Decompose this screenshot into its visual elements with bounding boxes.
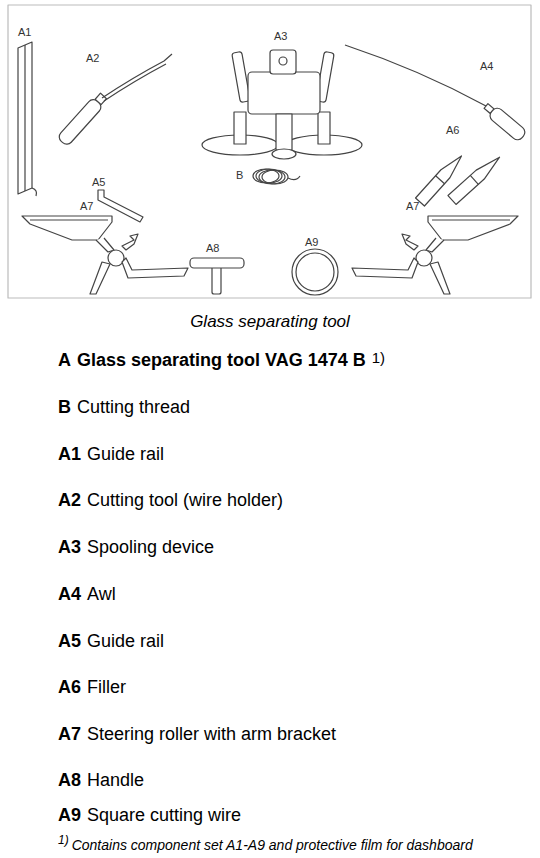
legend-row: A2 Cutting tool (wire holder) xyxy=(58,489,283,511)
callout-label: A6 xyxy=(446,124,459,137)
footnote-mark: 1) xyxy=(372,347,385,369)
part-name: Square cutting wire xyxy=(87,804,241,826)
legend-row: A6 Filler xyxy=(58,676,126,698)
part-code: A1 xyxy=(58,443,81,465)
callout-label: A9 xyxy=(305,236,318,249)
steering-roller-a7 xyxy=(22,216,188,294)
callout-label: B xyxy=(236,169,243,182)
callout-label: A3 xyxy=(274,30,287,43)
legend-row: A9 Square cutting wire xyxy=(58,804,241,826)
part-code: A7 xyxy=(58,723,81,745)
awl-a4 xyxy=(345,45,527,142)
callout-label: A2 xyxy=(86,52,99,65)
part-code: A2 xyxy=(58,489,81,511)
legend-row: A1 Guide rail xyxy=(58,443,164,465)
part-name: Cutting thread xyxy=(77,396,190,418)
part-name: Cutting tool (wire holder) xyxy=(87,489,283,511)
handle-a8 xyxy=(190,258,244,294)
figure-caption: Glass separating tool xyxy=(0,312,540,332)
part-name: Guide rail xyxy=(87,630,164,652)
part-name: Filler xyxy=(87,676,126,698)
part-name: Awl xyxy=(87,583,116,605)
part-name: Guide rail xyxy=(87,443,164,465)
part-code: A4 xyxy=(58,583,81,605)
callout-label: A4 xyxy=(480,60,493,73)
part-code: Glass separating tool VAG 1474 B xyxy=(77,349,366,371)
spooling-device-a3 xyxy=(202,50,362,159)
part-name: Steering roller with arm bracket xyxy=(87,723,336,745)
legend-row: A5 Guide rail xyxy=(58,630,164,652)
cutting-tool-a2 xyxy=(57,54,172,147)
legend-row: 1)Contains component set A1-A9 and prote… xyxy=(58,834,473,857)
steering-roller-a7 xyxy=(352,216,518,294)
legend-row: A4 Awl xyxy=(58,583,116,605)
legend-row: A8 Handle xyxy=(58,769,144,791)
footnote-mark: 1) xyxy=(58,829,69,851)
figure-frame xyxy=(8,5,531,298)
legend-row: A7 Steering roller with arm bracket xyxy=(58,723,336,745)
legend-row: B Cutting thread xyxy=(58,396,190,418)
part-name: Spooling device xyxy=(87,536,214,558)
part-code: A xyxy=(58,349,71,371)
guide-rail-a1 xyxy=(18,42,37,196)
cutting-thread-coil xyxy=(253,169,300,184)
part-code: A8 xyxy=(58,769,81,791)
callout-label: A7 xyxy=(406,200,419,213)
part-name: Handle xyxy=(87,769,144,791)
part-code: B xyxy=(58,396,71,418)
callout-label: A7 xyxy=(80,200,93,213)
legend-row: A Glass separating tool VAG 1474 B 1) xyxy=(58,349,385,372)
part-code: A3 xyxy=(58,536,81,558)
part-code: A6 xyxy=(58,676,81,698)
legend-row: A3 Spooling device xyxy=(58,536,214,558)
part-code: A5 xyxy=(58,630,81,652)
callout-label: A1 xyxy=(18,26,31,39)
part-code: A9 xyxy=(58,804,81,826)
cutting-wire-ring xyxy=(292,249,338,295)
callout-label: A5 xyxy=(92,176,105,189)
part-name: Contains component set A1-A9 and protect… xyxy=(72,834,473,856)
callout-label: A8 xyxy=(206,242,219,255)
filler-a6 xyxy=(416,152,504,206)
